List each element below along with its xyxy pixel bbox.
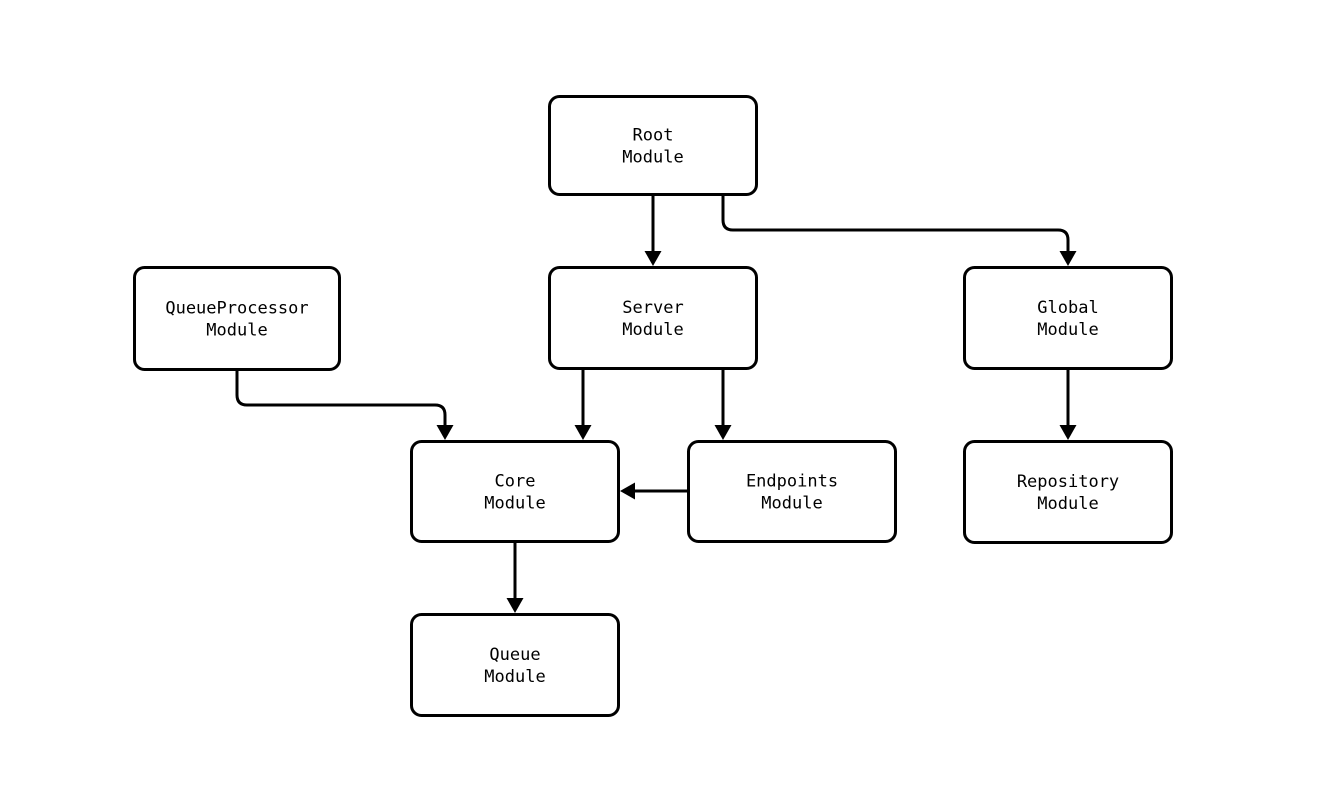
node-label-line1: Endpoints (746, 472, 838, 492)
node-label-line1: Root (633, 126, 674, 146)
node-box[interactable] (963, 266, 1173, 370)
node-label-line2: Module (484, 667, 545, 687)
node-label-line2: Module (622, 148, 683, 168)
node-label-line2: Module (1037, 320, 1098, 340)
node-label-line1: Core (495, 472, 536, 492)
node-label-line2: Module (484, 494, 545, 514)
edge-line (235, 371, 447, 425)
node-label-line1: Global (1037, 298, 1098, 318)
edge-root-to-global (721, 196, 1077, 266)
arrowhead-icon (1059, 425, 1077, 440)
node-box[interactable] (133, 266, 341, 371)
node-box[interactable] (410, 613, 620, 717)
node-label-line1: Queue (489, 645, 540, 665)
edge-queueprocessor-to-core (235, 371, 454, 440)
node-box[interactable] (687, 440, 897, 543)
arrowhead-icon (714, 425, 732, 440)
edge-endpoints-to-core (620, 482, 687, 500)
edge-global-to-repository (1059, 370, 1077, 440)
edge-line (721, 196, 1070, 251)
edges-layer (235, 196, 1077, 613)
node-label-line1: Server (622, 298, 683, 318)
node-box[interactable] (548, 95, 758, 196)
nodes-layer: RootModuleQueueProcessorModuleServerModu… (133, 95, 1173, 717)
node-box[interactable] (963, 440, 1173, 544)
edge-core-to-queue (506, 543, 524, 613)
node-label-line1: Repository (1017, 472, 1119, 492)
arrowhead-icon (1059, 251, 1077, 266)
node-label-line2: Module (1037, 494, 1098, 514)
arrowhead-icon (620, 482, 635, 500)
edge-server-to-endpoints (714, 370, 732, 440)
node-box[interactable] (410, 440, 620, 543)
node-label-line1: QueueProcessor (165, 299, 308, 319)
arrowhead-icon (644, 251, 662, 266)
arrowhead-icon (574, 425, 592, 440)
node-label-line2: Module (622, 320, 683, 340)
arrowhead-icon (506, 598, 524, 613)
node-label-line2: Module (206, 321, 267, 341)
node-box[interactable] (548, 266, 758, 370)
edge-root-to-server (644, 196, 662, 266)
node-label-line2: Module (761, 494, 822, 514)
arrowhead-icon (436, 425, 454, 440)
edge-server-to-core (574, 370, 592, 440)
